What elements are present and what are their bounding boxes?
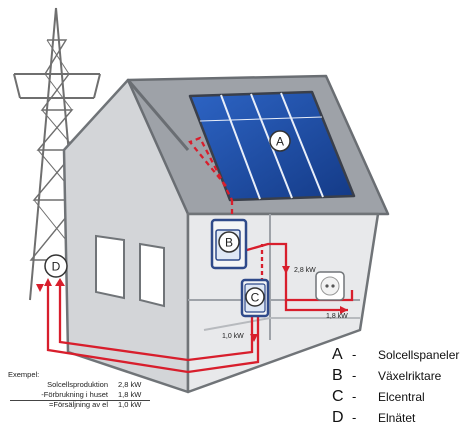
- legend-key: C: [332, 388, 344, 405]
- example-row-value: 2,8 kW: [118, 380, 142, 389]
- example-divider: [10, 400, 150, 401]
- legend-key: A: [332, 346, 343, 363]
- marker-c: C: [245, 287, 265, 307]
- wall-outlet: [315, 271, 345, 301]
- flow-label-loads: 1,8 kW: [326, 313, 348, 320]
- example-row: Solcellsproduktion 2,8 kW: [8, 380, 158, 390]
- marker-d-label: D: [52, 260, 61, 274]
- flow-label-outlet: 2,8 kW: [294, 267, 316, 274]
- marker-b-label: B: [225, 236, 233, 250]
- flow-label-grid: 1,0 kW: [222, 333, 244, 340]
- legend-label: Elnätet: [378, 411, 416, 425]
- legend-dash: -: [352, 368, 357, 383]
- legend-key: D: [332, 409, 344, 426]
- legend-dash: -: [352, 410, 357, 425]
- example-row-value: 1,8 kW: [118, 390, 142, 399]
- legend-dash: -: [352, 347, 357, 362]
- legend-item-b: B - Växelriktare: [332, 367, 472, 388]
- legend-item-a: A - Solcellspaneler: [332, 346, 472, 367]
- legend-item-d: D - Elnätet: [332, 409, 472, 430]
- legend-label: Solcellspaneler: [378, 348, 460, 362]
- legend-dash: -: [352, 389, 357, 404]
- example-row-label: Solcellsproduktion: [47, 380, 108, 389]
- marker-c-label: C: [251, 291, 260, 305]
- example-calculation: Exempel: Solcellsproduktion 2,8 kW -Förb…: [8, 370, 158, 410]
- example-row-label: =Försäljning av el: [49, 400, 108, 409]
- legend-label: Elcentral: [378, 390, 425, 404]
- legend: A - Solcellspaneler B - Växelriktare C -…: [332, 346, 472, 430]
- legend-label: Växelriktare: [378, 369, 442, 383]
- example-row-value: 1,0 kW: [118, 400, 142, 409]
- legend-key: B: [332, 367, 343, 384]
- example-row: -Förbrukning i huset 1,8 kW: [8, 390, 158, 400]
- marker-a-label: A: [276, 135, 284, 149]
- example-title: Exempel:: [8, 370, 40, 379]
- wire-arrows: [36, 266, 348, 342]
- marker-b: B: [218, 231, 240, 253]
- example-row: =Försäljning av el 1,0 kW: [8, 400, 158, 410]
- example-row-label: -Förbrukning i huset: [41, 390, 108, 399]
- legend-item-c: C - Elcentral: [332, 388, 472, 409]
- marker-a: A: [269, 130, 291, 152]
- marker-d: D: [44, 254, 68, 278]
